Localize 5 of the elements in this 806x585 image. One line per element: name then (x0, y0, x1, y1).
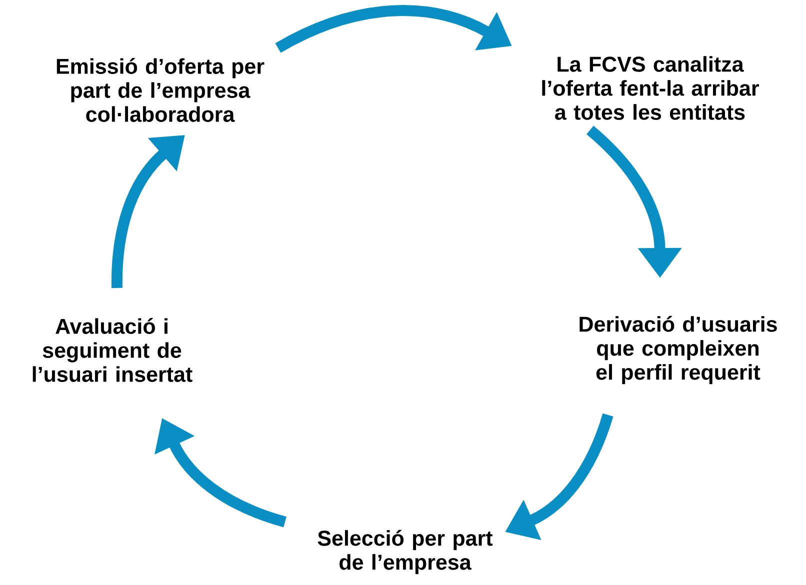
step-label: Emissió d’oferta per part de l’empresa col·laboradora (56, 58, 264, 122)
step-label: Derivació d’usuaris que compleixen el perfil requerit (580, 316, 777, 384)
step-label: La FCVS canalitza l’oferta fent-la arribar a totes les entitats (542, 56, 759, 120)
step-label: Avaluació i seguiment de l’usuari insertat (32, 318, 192, 382)
step-label: Selecció per part de l’empresa (318, 530, 493, 574)
